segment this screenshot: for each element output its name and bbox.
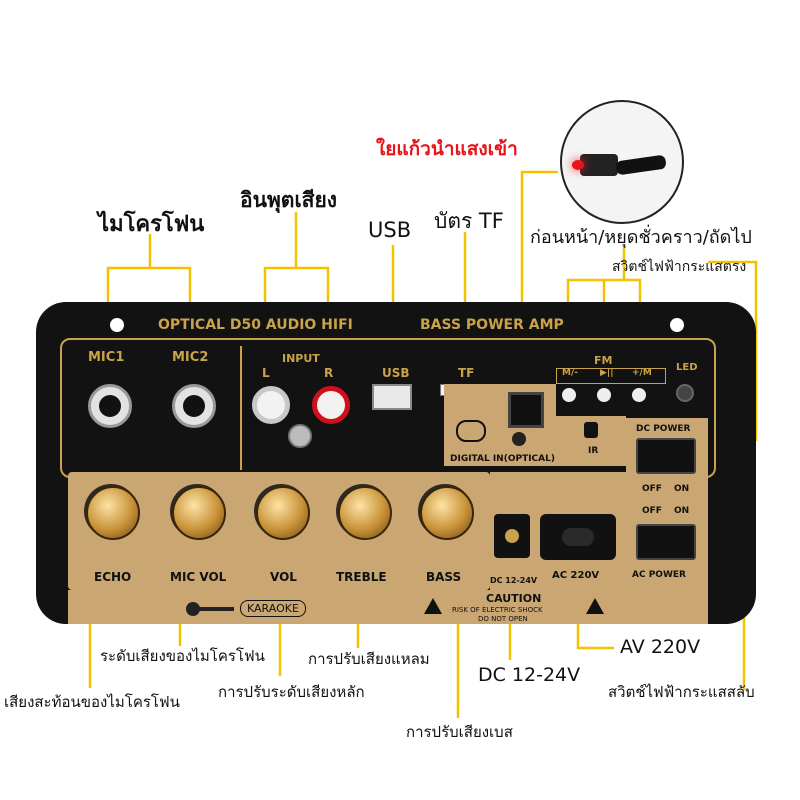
- fm-prev-label: M/-: [562, 368, 578, 378]
- usb-label: USB: [368, 218, 412, 242]
- warning-icon: [424, 598, 442, 614]
- caution-line2: DO NOT OPEN: [478, 615, 528, 623]
- panel-title-right: BASS POWER AMP: [420, 317, 564, 333]
- tf-slot-label: TF: [458, 366, 475, 380]
- optical-screw-icon: [512, 432, 526, 446]
- ac-socket-label: AC 220V: [552, 570, 600, 581]
- led-indicator: [676, 384, 694, 402]
- audio-input-label: อินพุตเสียง: [240, 188, 338, 212]
- dc-on-label: ON: [674, 484, 690, 494]
- caution-title: CAUTION: [486, 592, 542, 605]
- caption-strip: [68, 590, 708, 624]
- cable-icon: [456, 420, 486, 442]
- pause-button[interactable]: [597, 388, 611, 402]
- mic-vol-knob[interactable]: [172, 486, 226, 540]
- panel-title-left: OPTICAL D50 AUDIO HIFI: [158, 317, 353, 333]
- ir-sensor: [584, 422, 598, 438]
- ac-off-label: OFF: [642, 506, 662, 516]
- microphone-handle-icon: [198, 607, 234, 611]
- mic-level-label: ระดับเสียงของไมโครโฟน: [100, 647, 265, 665]
- vol-knob-label: VOL: [270, 570, 297, 584]
- ac-input-label: AV 220V: [620, 636, 701, 658]
- rca-right-jack[interactable]: [312, 386, 350, 424]
- fm-next-label: +/M: [632, 368, 652, 378]
- dc-power-label: DC POWER: [636, 424, 691, 434]
- mount-hole-icon: [670, 318, 684, 332]
- echo-knob[interactable]: [86, 486, 140, 540]
- dc-switch-label: สวิตช์ไฟฟ้ากระแสตรง: [612, 259, 747, 275]
- rca-left-label: L: [262, 366, 270, 380]
- screw-icon: [288, 424, 312, 448]
- ac-on-label: ON: [674, 506, 690, 516]
- dc-jack-label: DC 12-24V: [490, 576, 538, 585]
- fm-label: FM: [594, 354, 613, 367]
- input-label: INPUT: [282, 352, 320, 365]
- optical-in-label: ใยแก้วนำแสงเข้า: [376, 138, 518, 160]
- treble-knob[interactable]: [338, 486, 392, 540]
- usb-port[interactable]: [372, 384, 412, 410]
- led-label: LED: [676, 362, 698, 373]
- dc-jack[interactable]: [494, 514, 530, 558]
- warning-icon: [586, 598, 604, 614]
- fm-button-strip: [556, 368, 666, 384]
- rca-right-label: R: [324, 366, 334, 380]
- main-volume-label: การปรับระดับเสียงหลัก: [218, 683, 365, 701]
- echo-knob-label: ECHO: [94, 570, 132, 584]
- echo-label: เสียงสะท้อนของไมโครโฟน: [4, 693, 180, 711]
- bass-knob-label: BASS: [426, 570, 462, 584]
- ac-switch-label: สวิตช์ไฟฟ้ากระแสสลับ: [608, 683, 755, 701]
- ac-power-label: AC POWER: [632, 570, 686, 580]
- next-button[interactable]: [632, 388, 646, 402]
- caution-line1: RISK OF ELECTRIC SHOCK: [452, 606, 543, 614]
- divider: [240, 346, 242, 470]
- mic1-label: MIC1: [88, 350, 125, 365]
- prev-pause-next-label: ก่อนหน้า/หยุดชั่วคราว/ถัดไป: [530, 227, 752, 248]
- microphone-icon: [186, 602, 200, 616]
- bass-knob[interactable]: [420, 486, 474, 540]
- fm-pause-label: ▶||: [600, 368, 614, 378]
- optical-port[interactable]: [508, 392, 544, 428]
- optical-cable-inset: [560, 100, 684, 224]
- mic2-jack[interactable]: [172, 384, 216, 428]
- dc-off-label: OFF: [642, 484, 662, 494]
- tf-card-label: บัตร TF: [434, 209, 504, 233]
- mic-vol-knob-label: MIC VOL: [170, 570, 227, 584]
- digital-in-label: DIGITAL IN(OPTICAL): [450, 454, 555, 464]
- mount-hole-icon: [110, 318, 124, 332]
- microphone-label: ไมโครโฟน: [98, 212, 205, 237]
- mic2-label: MIC2: [172, 350, 209, 365]
- bass-adjust-label: การปรับเสียงเบส: [406, 723, 513, 741]
- prev-button[interactable]: [562, 388, 576, 402]
- treble-knob-label: TREBLE: [336, 570, 387, 584]
- mic1-jack[interactable]: [88, 384, 132, 428]
- ac-power-switch[interactable]: [636, 524, 696, 560]
- rca-left-jack[interactable]: [252, 386, 290, 424]
- dc-input-label: DC 12-24V: [478, 664, 581, 686]
- treble-adjust-label: การปรับเสียงแหลม: [308, 650, 430, 668]
- ir-label: IR: [588, 446, 599, 456]
- vol-knob[interactable]: [256, 486, 310, 540]
- karaoke-label: KARAOKE: [240, 600, 306, 617]
- dc-power-switch[interactable]: [636, 438, 696, 474]
- usb-port-label: USB: [382, 366, 410, 380]
- ac-socket[interactable]: [540, 514, 616, 560]
